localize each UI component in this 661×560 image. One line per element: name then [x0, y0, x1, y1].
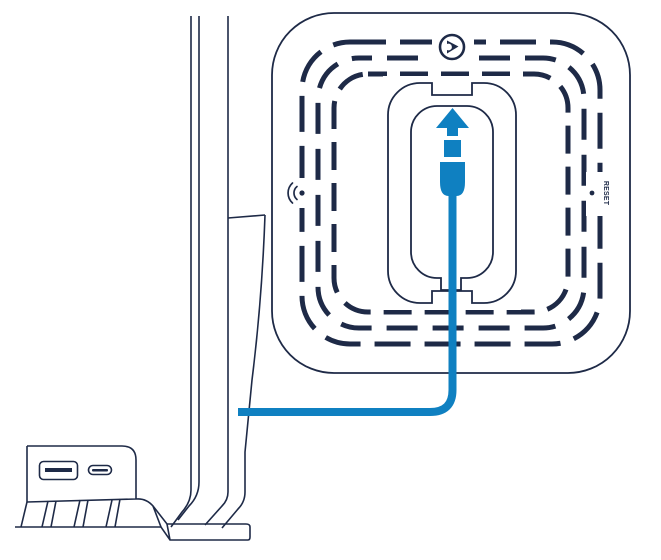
elgato-logo-triangle — [447, 40, 459, 54]
stand-rib-6 — [105, 499, 113, 528]
cable-channel-inner — [410, 105, 494, 291]
stand-rib-4 — [73, 499, 81, 528]
usb-c-port[interactable] — [87, 464, 113, 476]
monitor-panel-lower-bevel — [204, 478, 229, 526]
stand-rib-7 — [114, 498, 121, 528]
stand-rib-1 — [20, 501, 28, 528]
wifi-mask — [285, 178, 311, 208]
wifi-icon-arc-1 — [293, 185, 298, 201]
elgato-logo-ring — [438, 33, 466, 61]
stand-base-right-corner — [245, 523, 251, 528]
stand-rib-3 — [50, 500, 57, 528]
stand-foot-edge — [166, 523, 171, 541]
usb-connector-body — [440, 162, 465, 196]
wifi-icon-arc-2 — [287, 182, 294, 204]
stand-base-bottom-line — [15, 526, 251, 541]
monitor-panel — [170, 16, 266, 529]
cable-channel-outer — [387, 82, 517, 304]
wifi-status-icon — [287, 182, 305, 204]
usb-a-port[interactable] — [38, 460, 79, 481]
stand-top-outline — [27, 445, 137, 499]
monitor-bracket-top-edge — [227, 214, 266, 219]
monitor-bracket-outline — [221, 214, 266, 529]
usb-a-port-tongue — [45, 468, 72, 472]
wifi-icon-dot — [299, 190, 305, 196]
reset-label: RESET — [602, 181, 609, 206]
stand-rib-8 — [152, 505, 162, 528]
elgato-logo-notch — [445, 43, 452, 51]
monitor-panel-back-edge — [170, 16, 192, 528]
usb-direction-arrow-icon — [436, 108, 469, 136]
stand-rib-5 — [82, 499, 89, 528]
elgato-logo-icon — [438, 33, 466, 61]
reset-button-indicator[interactable]: RESET — [589, 181, 609, 206]
monitor-stand-base — [15, 445, 251, 541]
stand-base-top-line — [26, 498, 246, 525]
stand-rib-2 — [41, 500, 49, 528]
monitor-panel-back-edge-2 — [177, 16, 200, 521]
reset-pinhole-icon[interactable] — [589, 190, 595, 196]
usb-cable — [238, 108, 469, 416]
usb-connector-collar — [444, 140, 461, 157]
usb-cable-path — [238, 192, 457, 416]
usb-c-port-tongue — [92, 469, 108, 472]
